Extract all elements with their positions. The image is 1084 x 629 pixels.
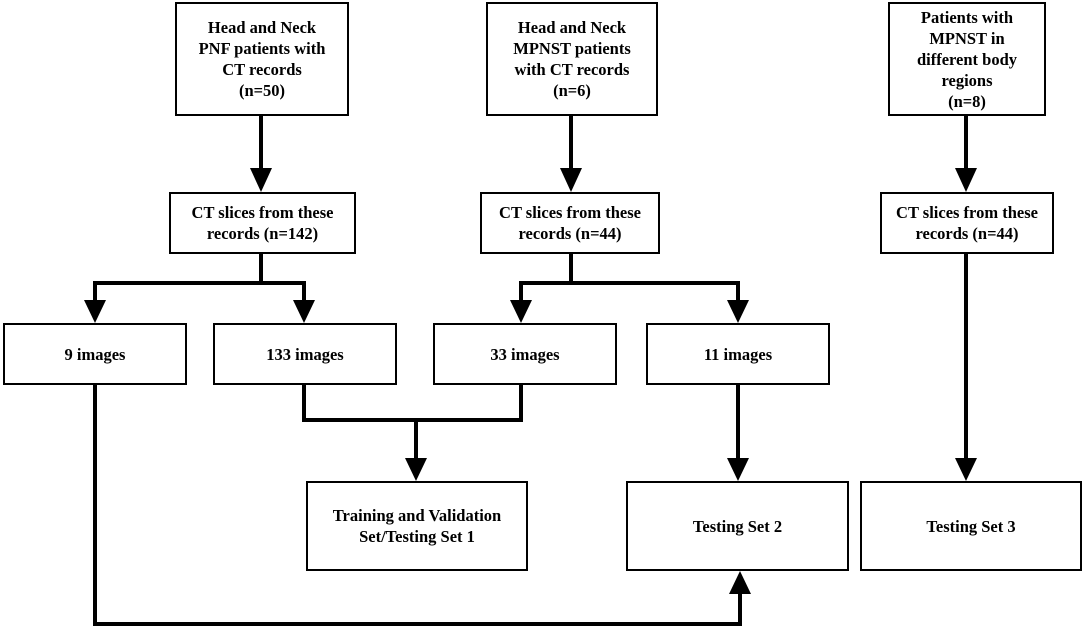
node-mpnst-slices: CT slices from these records (n=44) (480, 192, 660, 254)
arrow-mpnst-slices-to-11-images (571, 281, 740, 302)
arrowhead (727, 300, 749, 323)
node-training-validation-set: Training and Validation Set/Testing Set … (306, 481, 528, 571)
arrowhead (84, 300, 106, 323)
node-other-slices: CT slices from these records (n=44) (880, 192, 1054, 254)
node-pnf-slices: CT slices from these records (n=142) (169, 192, 356, 254)
node-other-patients: Patients with MPNST in different body re… (888, 2, 1046, 116)
node-label: CT slices from these records (n=44) (896, 203, 1038, 243)
node-testing-set-2: Testing Set 2 (626, 481, 849, 571)
arrow-pnf-slices-to-9-images (93, 253, 263, 302)
node-mpnst-patients: Head and Neck MPNST patients with CT rec… (486, 2, 658, 116)
node-label: 11 images (703, 344, 773, 364)
node-label: Testing Set 2 (692, 516, 783, 536)
arrowhead (405, 458, 427, 481)
node-label: Patients with MPNST in different body re… (916, 7, 1018, 111)
arrowhead (293, 300, 315, 323)
node-label: Head and Neck MPNST patients with CT rec… (513, 18, 631, 100)
node-133-images: 133 images (213, 323, 397, 385)
node-33-images: 33 images (433, 323, 617, 385)
arrowhead (955, 168, 977, 192)
node-9-images: 9 images (3, 323, 187, 385)
node-label: CT slices from these records (n=142) (191, 203, 334, 243)
arrowhead (560, 168, 582, 192)
node-label: 133 images (266, 344, 344, 364)
node-pnf-patients: Head and Neck PNF patients with CT recor… (175, 2, 349, 116)
node-label: CT slices from these records (n=44) (499, 203, 641, 243)
arrowhead (727, 458, 749, 481)
merge-133-33-images (302, 384, 523, 422)
arrow-mpnst-slices-to-33-images (519, 253, 573, 302)
node-label: Head and Neck PNF patients with CT recor… (198, 18, 326, 100)
node-11-images: 11 images (646, 323, 830, 385)
arrowhead (729, 571, 751, 594)
arrowhead (250, 168, 272, 192)
node-label: 33 images (490, 344, 560, 364)
arrowhead (955, 458, 977, 481)
arrow-pnf-slices-to-133-images (261, 281, 306, 302)
node-label: 9 images (64, 344, 126, 364)
arrowhead (510, 300, 532, 323)
node-label: Testing Set 3 (926, 516, 1016, 536)
arrow-9-images-to-testing-set-2 (93, 384, 742, 626)
node-label: Training and Validation Set/Testing Set … (332, 506, 502, 546)
node-testing-set-3: Testing Set 3 (860, 481, 1082, 571)
